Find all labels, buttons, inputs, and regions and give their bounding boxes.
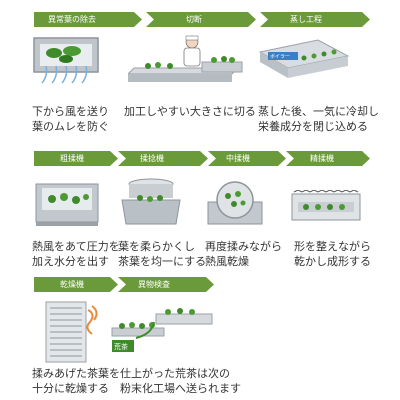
boiler-label: ボイラー: [270, 53, 290, 60]
rough-rolling-machine-icon: [34, 178, 102, 228]
product-label: 荒茶: [114, 342, 128, 351]
step-description-rolling: 葉を柔らかくし 茶葉を均一にする: [118, 240, 207, 268]
step-banner-medium-rolling: 中揉機: [208, 151, 286, 166]
step-banner-rough-rolling: 粗揉機: [34, 151, 118, 166]
step-banner-steaming: 蒸し工程: [260, 12, 370, 27]
worker-cutting-conveyor-icon: [128, 34, 246, 90]
step-description-fine-rolling: 形を整えながら 乾かし成形する: [294, 240, 371, 268]
step-description-medium-rolling: 再度揉みながら 熱風乾燥: [205, 240, 282, 268]
step-description-inspection: 仕上がった荒茶は次の 粉末化工場へ送られます: [120, 367, 241, 395]
fine-rolling-tray-icon: [290, 190, 362, 226]
step-banner-drying: 乾燥機: [34, 277, 118, 292]
step-banner-fine-rolling: 精揉機: [286, 151, 370, 166]
step-description-steaming: 蒸した後、一気に冷却し 栄養成分を閉じ込める: [258, 105, 379, 133]
step-description-cutting: 加工しやすい大きさに切る: [124, 105, 256, 118]
step-description-leaf-removal: 下から風を送り 葉のムレを防ぐ: [32, 105, 109, 133]
inspection-conveyor-icon: 荒茶: [106, 306, 214, 356]
step-description-drying: 揉みあげた茶葉を 十分に乾燥する: [32, 367, 120, 395]
step-banner-inspection: 異物検査: [118, 277, 214, 292]
medium-rolling-drum-icon: [206, 176, 264, 230]
step-banner-cutting: 切断: [146, 12, 256, 27]
dryer-cabinet-icon: [44, 300, 100, 364]
rolling-machine-icon: [120, 176, 182, 230]
leaf-sorting-fan-icon: [32, 36, 102, 84]
step-banner-leaf-removal: 異常葉の除去: [34, 12, 142, 27]
step-description-rough-rolling: 熱風をあて圧力を 加え水分を出す: [32, 240, 120, 268]
steamer-conveyor-icon: ボイラー: [258, 38, 350, 90]
step-banner-rolling: 揉捻機: [118, 151, 208, 166]
